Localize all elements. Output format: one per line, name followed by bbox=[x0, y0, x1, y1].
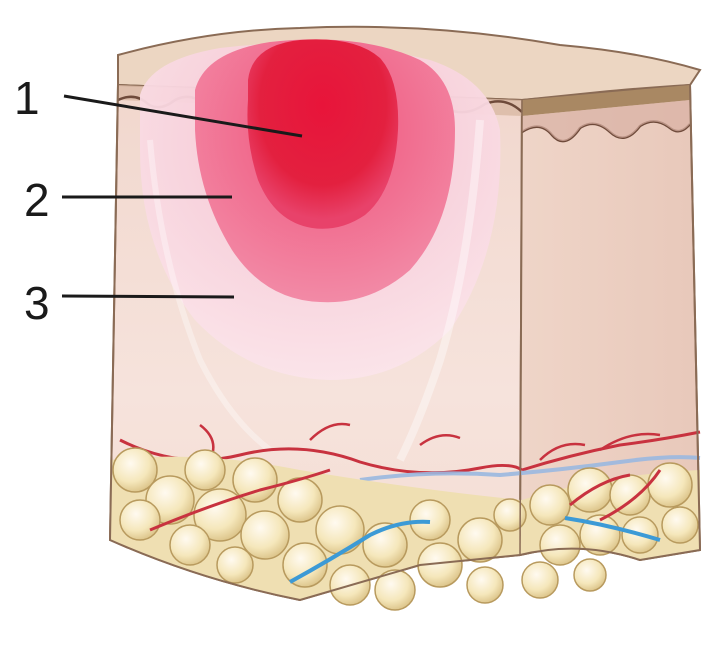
zone-label-3: 3 bbox=[24, 280, 50, 326]
inner-zone-shape bbox=[247, 39, 398, 228]
leader-line-3 bbox=[62, 296, 234, 297]
zone-label-2: 2 bbox=[24, 177, 50, 223]
zone-label-1: 1 bbox=[14, 75, 40, 121]
